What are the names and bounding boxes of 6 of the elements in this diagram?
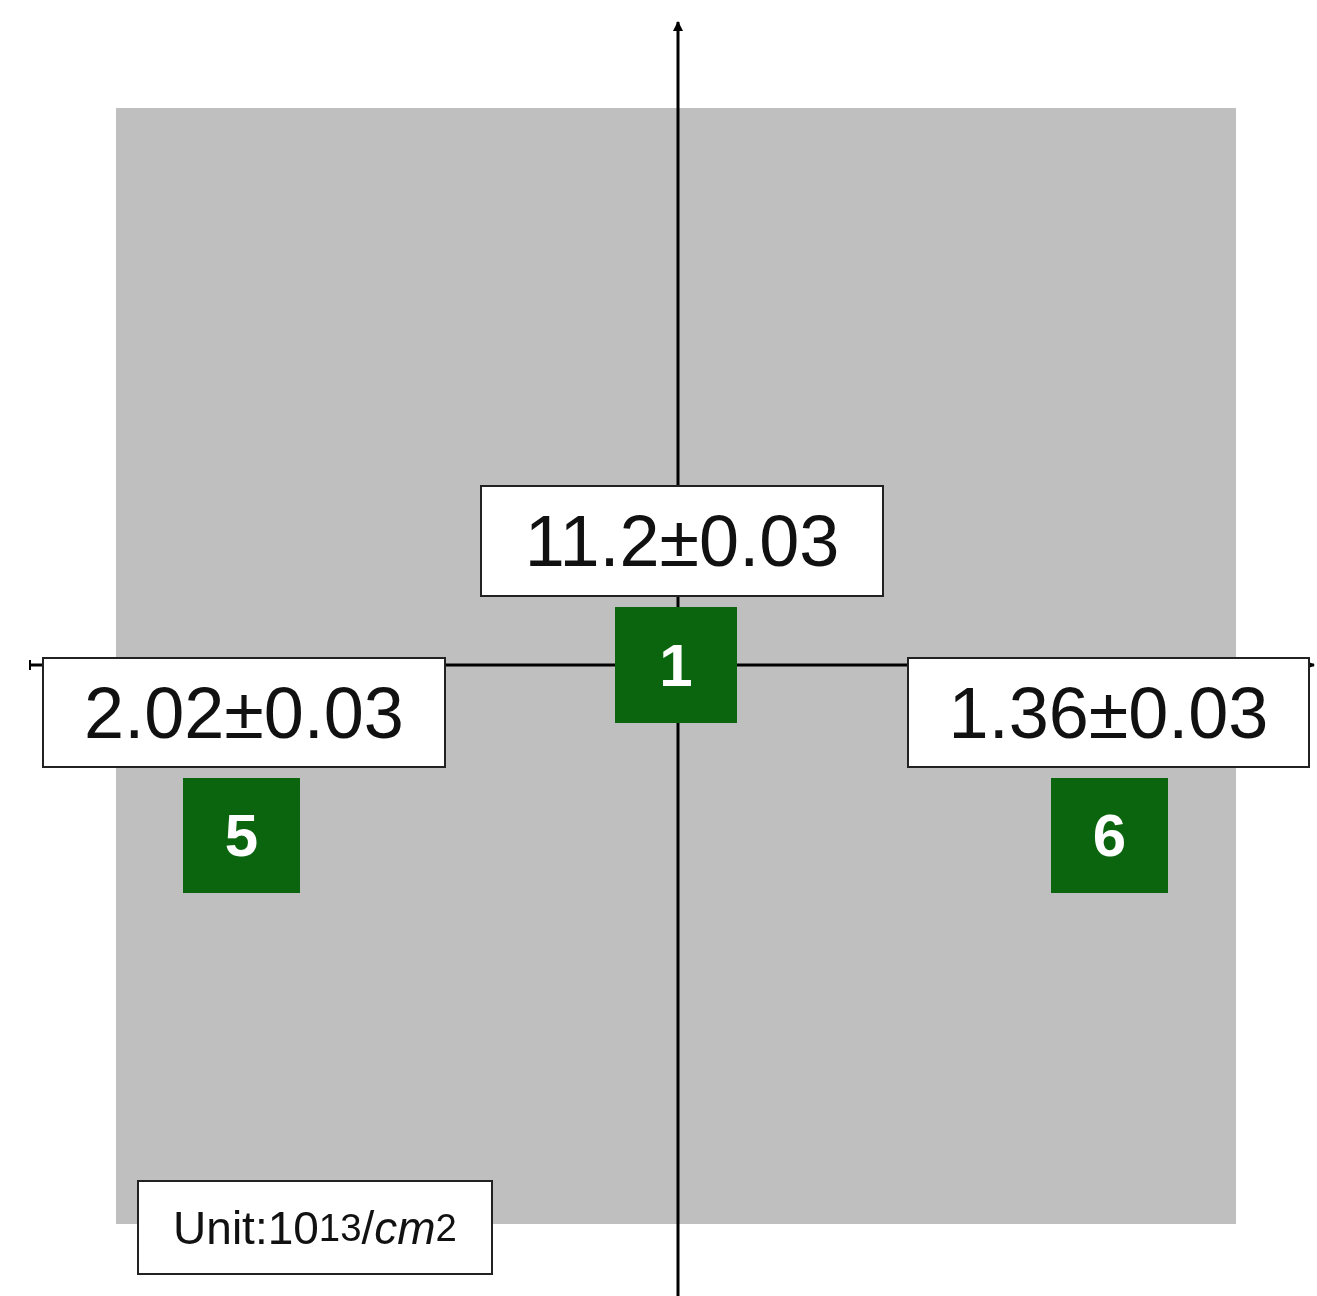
position-marker: 6 bbox=[1051, 778, 1168, 893]
position-marker: 1 bbox=[615, 607, 737, 723]
value-label: 11.2±0.03 bbox=[480, 485, 884, 597]
value-label: 2.02±0.03 bbox=[42, 657, 446, 768]
position-marker: 5 bbox=[183, 778, 300, 893]
value-label: 1.36±0.03 bbox=[907, 657, 1310, 768]
